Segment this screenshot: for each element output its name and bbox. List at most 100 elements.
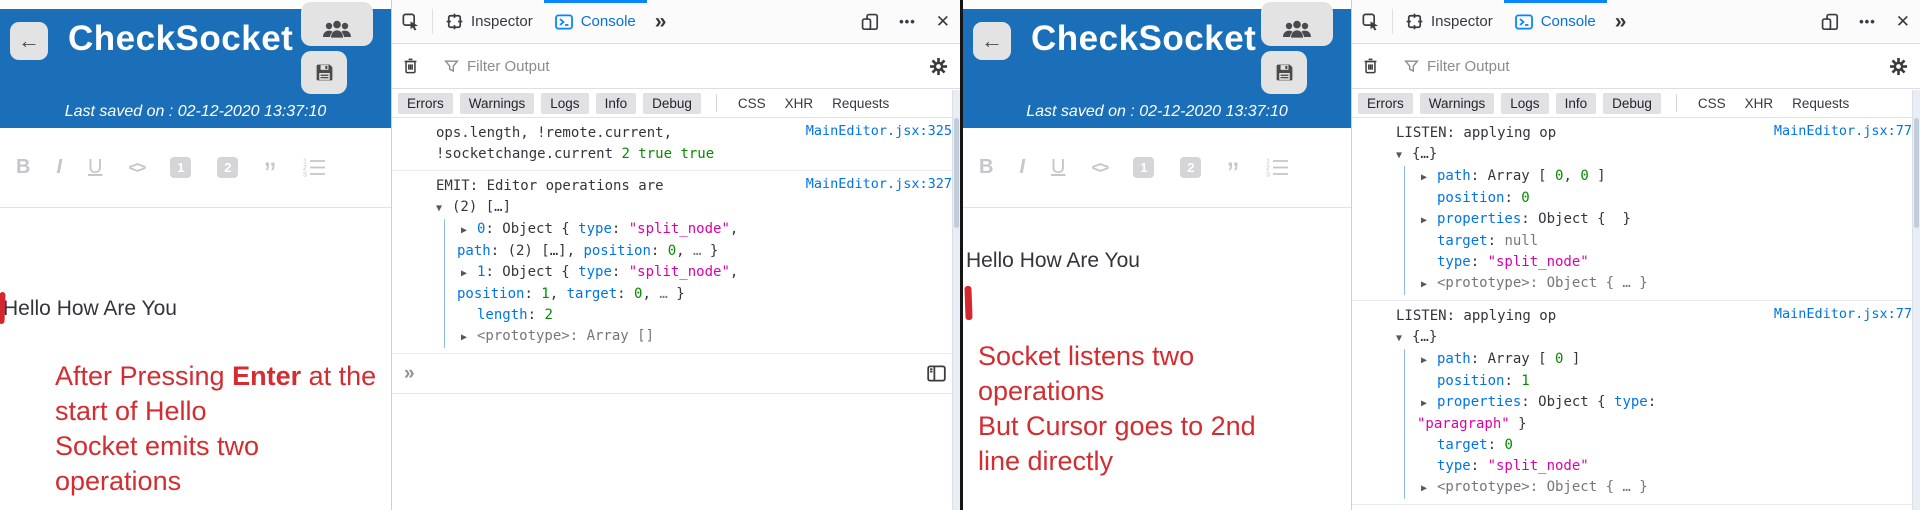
- source-location-link[interactable]: MainEditor.jsx:325: [805, 123, 952, 139]
- underline-button[interactable]: U: [88, 156, 103, 178]
- more-tabs-button[interactable]: »: [654, 9, 667, 33]
- console-token: 0: [1555, 168, 1564, 184]
- filter-xhr-button[interactable]: XHR: [784, 95, 814, 111]
- expand-arrow-icon[interactable]: ▶: [1421, 172, 1428, 183]
- save-button[interactable]: [1261, 51, 1307, 94]
- close-devtools-button[interactable]: ✕: [1886, 0, 1920, 43]
- italic-button[interactable]: I: [1019, 156, 1026, 178]
- console-token: ,: [1563, 168, 1581, 184]
- collaborators-button[interactable]: [301, 2, 373, 46]
- filter-errors-button[interactable]: Errors: [398, 92, 453, 114]
- tab-inspector[interactable]: Inspector: [435, 0, 544, 43]
- console-input-prompt[interactable]: »: [404, 362, 415, 384]
- blockquote-button[interactable]: ”: [264, 155, 276, 194]
- filter-info-button[interactable]: Info: [595, 92, 637, 114]
- filter-warnings-button[interactable]: Warnings: [1419, 92, 1495, 114]
- heading1-button[interactable]: 1: [1133, 157, 1155, 178]
- collapse-arrow-icon[interactable]: ▼: [436, 203, 443, 214]
- clear-console-button[interactable]: [392, 57, 429, 75]
- expand-arrow-icon[interactable]: ▶: [1421, 483, 1428, 494]
- collaborators-button[interactable]: [1261, 2, 1333, 46]
- filter-output-input[interactable]: Filter Output: [1427, 57, 1510, 75]
- tab-console-label: Console: [580, 13, 636, 30]
- numbered-list-button[interactable]: 1 2 3: [302, 158, 326, 177]
- collapse-arrow-icon[interactable]: ▼: [1396, 333, 1403, 344]
- tab-console[interactable]: Console: [543, 0, 647, 43]
- expand-arrow-icon[interactable]: ▶: [1421, 355, 1428, 366]
- more-tabs-button[interactable]: »: [1614, 9, 1627, 33]
- tab-inspector[interactable]: Inspector: [1395, 0, 1504, 43]
- devtools-menu-button[interactable]: •••: [1849, 0, 1886, 43]
- split-console-button[interactable]: [927, 365, 946, 382]
- filter-xhr-button[interactable]: XHR: [1744, 95, 1774, 111]
- console-token: position: [1437, 190, 1505, 206]
- object-tree: ▶path: Array [ 0 ]position: 1▶properties…: [1404, 349, 1912, 499]
- filter-logs-button[interactable]: Logs: [541, 92, 589, 114]
- clear-console-button[interactable]: [1352, 57, 1389, 75]
- filter-css-button[interactable]: CSS: [1697, 95, 1726, 111]
- code-button[interactable]: <>: [1091, 157, 1109, 177]
- filter-css-button[interactable]: CSS: [737, 95, 766, 111]
- console-settings-button[interactable]: [1889, 57, 1908, 76]
- filter-debug-button[interactable]: Debug: [1603, 92, 1661, 114]
- expand-arrow-icon[interactable]: ▶: [1421, 398, 1428, 409]
- source-location-link[interactable]: MainEditor.jsx:77: [1773, 306, 1912, 322]
- code-button[interactable]: <>: [128, 157, 146, 177]
- blockquote-button[interactable]: ”: [1227, 155, 1239, 194]
- filter-debug-button[interactable]: Debug: [643, 92, 701, 114]
- source-location-link[interactable]: MainEditor.jsx:327: [805, 176, 952, 192]
- expand-arrow-icon[interactable]: ▶: [1421, 279, 1428, 290]
- filter-requests-button[interactable]: Requests: [832, 95, 890, 111]
- filter-info-button[interactable]: Info: [1555, 92, 1597, 114]
- console-scrollbar[interactable]: [952, 90, 960, 510]
- scrollbar-thumb[interactable]: [954, 118, 959, 228]
- bold-button[interactable]: B: [979, 156, 994, 178]
- expand-arrow-icon[interactable]: ▶: [1421, 215, 1428, 226]
- heading2-button[interactable]: 2: [1180, 157, 1202, 178]
- console-scrollbar[interactable]: [1912, 90, 1920, 510]
- editor-content-area[interactable]: Hello How Are You After Pressing Enter a…: [0, 208, 391, 510]
- filter-errors-button[interactable]: Errors: [1358, 92, 1413, 114]
- console-settings-button[interactable]: [929, 57, 948, 76]
- console-token: <prototype>: [477, 328, 570, 344]
- collapse-arrow-icon[interactable]: ▼: [1396, 150, 1403, 161]
- filter-output-input[interactable]: Filter Output: [467, 57, 550, 75]
- bold-button[interactable]: B: [16, 156, 31, 178]
- pick-element-button[interactable]: [392, 0, 430, 43]
- console-token: type: [1437, 254, 1471, 270]
- heading2-button[interactable]: 2: [217, 157, 239, 178]
- save-button[interactable]: [301, 51, 347, 94]
- scrollbar-thumb[interactable]: [1914, 118, 1919, 228]
- console-token: target: [566, 286, 618, 302]
- close-devtools-button[interactable]: ✕: [926, 0, 960, 43]
- expand-arrow-icon[interactable]: ▶: [461, 268, 468, 279]
- numbered-list-button[interactable]: 1 2 3: [1265, 158, 1289, 177]
- filter-logs-button[interactable]: Logs: [1501, 92, 1549, 114]
- console-token: type: [1437, 458, 1471, 474]
- expand-arrow-icon[interactable]: ▶: [461, 332, 468, 343]
- console-filter-chips: Errors Warnings Logs Info Debug CSS XHR …: [1352, 89, 1920, 118]
- console-line: !socketchange.current 2 true true: [436, 144, 952, 165]
- devtools-menu-button[interactable]: •••: [889, 0, 926, 43]
- console-token: :: [1504, 373, 1522, 389]
- italic-button[interactable]: I: [56, 156, 63, 178]
- tab-console[interactable]: Console: [1503, 0, 1607, 43]
- pick-element-button[interactable]: [1352, 0, 1390, 43]
- filter-requests-button[interactable]: Requests: [1792, 95, 1850, 111]
- back-button[interactable]: ←: [10, 22, 48, 60]
- responsive-design-mode-button[interactable]: [1811, 0, 1849, 43]
- expand-arrow-icon[interactable]: ▶: [461, 225, 468, 236]
- document-text: Hello How Are You: [966, 249, 1140, 272]
- source-location-link[interactable]: MainEditor.jsx:77: [1773, 123, 1912, 139]
- responsive-design-mode-button[interactable]: [851, 0, 889, 43]
- back-button[interactable]: ←: [973, 22, 1011, 60]
- console-filter-row: Filter Output: [392, 44, 960, 89]
- heading1-button[interactable]: 1: [170, 157, 192, 178]
- underline-button[interactable]: U: [1051, 156, 1066, 178]
- filter-warnings-button[interactable]: Warnings: [459, 92, 535, 114]
